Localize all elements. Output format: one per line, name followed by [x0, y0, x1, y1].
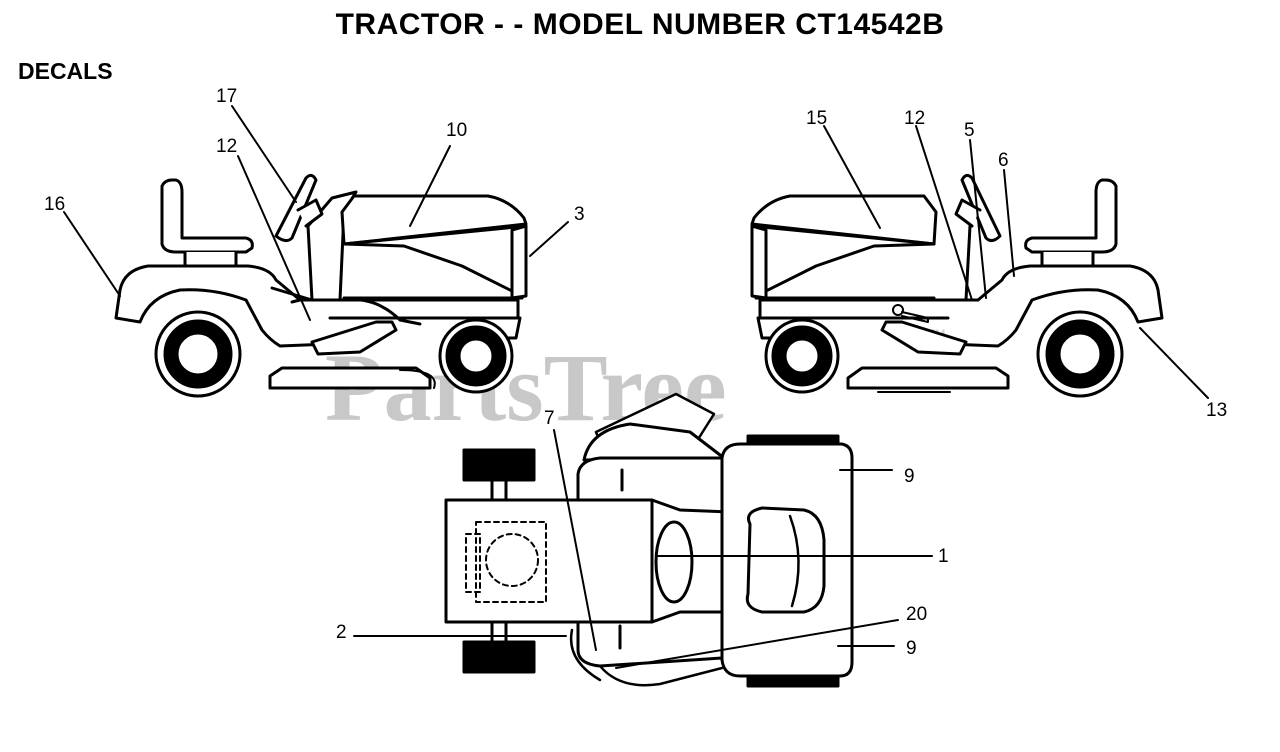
- callout-top-9-lower: 9: [906, 638, 917, 659]
- callout-left-10: 10: [446, 120, 467, 141]
- callout-left-16: 16: [44, 194, 65, 215]
- tractor-top-view: [444, 392, 854, 688]
- callout-top-20: 20: [906, 604, 927, 625]
- callout-right-13: 13: [1206, 400, 1227, 421]
- leader-lines: [63, 105, 1209, 669]
- callout-top-9-upper: 9: [904, 466, 915, 487]
- callout-right-6: 6: [998, 150, 1009, 171]
- tractor-left-view: [114, 173, 528, 398]
- callout-top-7: 7: [544, 408, 555, 429]
- callout-right-15: 15: [806, 108, 827, 129]
- tractor-right-view: [750, 173, 1164, 398]
- callout-top-1: 1: [938, 546, 949, 567]
- callout-left-12: 12: [216, 136, 237, 157]
- callout-left-3: 3: [574, 204, 585, 225]
- callout-right-12: 12: [904, 108, 925, 129]
- callout-left-17: 17: [216, 86, 237, 107]
- page-title: TRACTOR - - MODEL NUMBER CT14542B: [335, 8, 945, 41]
- callout-right-5: 5: [964, 120, 975, 141]
- callout-labels: 17 12 10 16 3 15 12 5 6 13 7 9 1 2 20 9: [44, 86, 1227, 659]
- section-title: DECALS: [18, 58, 113, 84]
- callout-top-2: 2: [336, 622, 347, 643]
